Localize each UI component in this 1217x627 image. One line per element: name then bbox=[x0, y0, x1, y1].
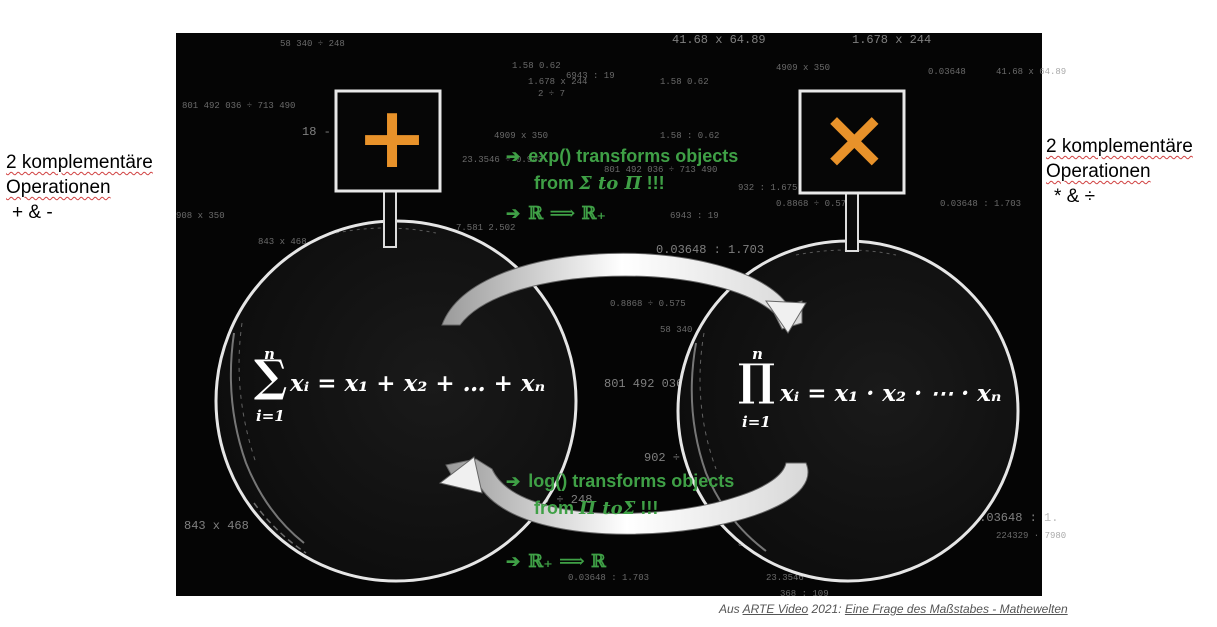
sum-upper-limit: n bbox=[264, 345, 275, 363]
chalkboard-illustration: 58 340 ÷ 248 1.58 0.62 41.68 x 64.89 1.678 … bbox=[176, 33, 1066, 599]
prod-upper-limit: n bbox=[752, 345, 763, 363]
log-text-line1: ➔ log() transforms objects bbox=[506, 471, 734, 492]
exp-domain-map: ℝ ⟹ ℝ₊ bbox=[528, 203, 607, 224]
caption-year: 2021: bbox=[808, 602, 845, 616]
planets-illustration bbox=[214, 89, 1020, 583]
exp-text-line1: ➔ exp() transforms objects bbox=[506, 146, 738, 167]
exp-exclaim: !!! bbox=[641, 173, 665, 193]
background-number: 1.58 0.62 bbox=[660, 77, 709, 87]
background-number: 801 492 036 ÷ 713 490 bbox=[604, 165, 718, 175]
background-number: 2 ÷ 7 bbox=[538, 89, 566, 99]
background-number: 801 492 036 ÷ 713 490 bbox=[182, 101, 296, 111]
background-number: 908 x 350 bbox=[176, 211, 225, 221]
background-number: 1.678 x 244 bbox=[852, 33, 932, 47]
mathewelten-link[interactable]: Eine Frage des Maßstabes - Mathewelten bbox=[844, 602, 1068, 616]
times-sign: × bbox=[820, 92, 889, 187]
left-note-operations: + & - bbox=[12, 202, 53, 223]
log-arrow bbox=[438, 456, 809, 535]
prod-symbol: ∏ bbox=[738, 355, 776, 406]
background-number: 0.03648 : 1. bbox=[972, 511, 1059, 525]
times-signpost bbox=[798, 89, 906, 252]
background-number: 1.58 0.62 bbox=[512, 61, 561, 71]
background-number: 4909 x 350 bbox=[776, 63, 831, 73]
background-number: 0.03648 : 1.703 bbox=[568, 573, 650, 583]
right-note-operations: * & ÷ bbox=[1054, 186, 1096, 207]
background-number: 0.8868 ÷ 0.575 bbox=[610, 299, 686, 309]
plus-signpost bbox=[334, 89, 442, 248]
background-number: 41.68 x 64.89 bbox=[996, 67, 1067, 77]
background-number: 843 x 468 bbox=[258, 237, 307, 247]
background-number: 4909 x 350 bbox=[494, 131, 549, 141]
green-arrow-icon: ➔ bbox=[506, 147, 521, 166]
background-number: 18 - 6 bbox=[302, 125, 346, 139]
left-note-line2: Operationen bbox=[6, 177, 111, 198]
right-planet bbox=[676, 239, 1020, 583]
background-number: 0.8868 ÷ 0.575 bbox=[776, 199, 852, 209]
right-note-line2: Operationen bbox=[1046, 161, 1151, 182]
background-number: 0.03648 : 1.703 bbox=[656, 243, 765, 257]
exp-from: from bbox=[534, 173, 579, 193]
background-number: 843 x 468 bbox=[184, 519, 249, 533]
caption-prefix: Aus bbox=[719, 602, 743, 616]
log-pi-to-sigma: Π toΣ bbox=[579, 498, 636, 519]
background-number: 58 340 bbox=[660, 325, 693, 335]
background-number: 41.68 x 64.89 bbox=[672, 33, 766, 47]
right-note: 2 komplementäre Operationen * & ÷ bbox=[1046, 134, 1193, 209]
plus-sign: + bbox=[356, 88, 429, 188]
green-arrow-icon: ➔ bbox=[506, 204, 521, 224]
prod-formula: xᵢ = x₁ · x₂ · ⋯ · xₙ bbox=[780, 380, 1002, 407]
sum-lower-limit: i=1 bbox=[256, 407, 285, 425]
arte-video-link[interactable]: ARTE Video bbox=[742, 602, 809, 616]
source-caption: Aus ARTE Video 2021: Eine Frage des Maßs… bbox=[719, 602, 1068, 616]
log-domain-map: ℝ₊ ⟹ ℝ bbox=[528, 551, 607, 572]
log-from: from bbox=[534, 498, 579, 518]
sum-formula: xᵢ = x₁ + x₂ + … + xₙ bbox=[290, 370, 546, 397]
exp-sigma-to-pi: Σ to Π bbox=[579, 173, 642, 194]
prod-lower-limit: i=1 bbox=[742, 413, 771, 431]
sum-symbol: ∑ bbox=[254, 351, 288, 402]
log-label: log() transforms objects bbox=[528, 471, 735, 491]
green-arrow-icon: ➔ bbox=[506, 472, 521, 491]
background-number: 368 : 109 bbox=[780, 589, 829, 599]
log-text-line3: ➔ ℝ₊ ⟹ ℝ bbox=[506, 551, 606, 572]
log-exclaim: !!! bbox=[635, 498, 659, 518]
background-number: 224329 · 7980 bbox=[996, 531, 1067, 541]
background-number: 6943 : 19 bbox=[566, 71, 615, 81]
left-note-line1: 2 komplementäre bbox=[6, 152, 153, 173]
background-number: 0.03648 : 1.703 bbox=[940, 199, 1022, 209]
background-number: 1.58 : 0.62 bbox=[660, 131, 720, 141]
background-number: 7.581 2.502 bbox=[456, 223, 516, 233]
background-number: 23.3546 ÷ 0.943 bbox=[462, 155, 544, 165]
background-number: 932 : 1.675 bbox=[738, 183, 798, 193]
exp-text-line2: from Σ to Π !!! bbox=[534, 173, 665, 194]
green-arrow-icon: ➔ bbox=[506, 552, 521, 572]
log-text-line2: from Π toΣ !!! bbox=[534, 498, 658, 519]
exp-text-line3: ➔ ℝ ⟹ ℝ₊ bbox=[506, 203, 606, 224]
exp-arrow bbox=[441, 252, 807, 334]
background-number: 58 340 ÷ 248 bbox=[280, 39, 345, 49]
background-number: 0.03648 bbox=[928, 67, 966, 77]
right-note-line1: 2 komplementäre bbox=[1046, 136, 1193, 157]
background-number: 6943 : 19 bbox=[670, 211, 719, 221]
background-number: 1.678 x 244 bbox=[528, 77, 588, 87]
exp-label: exp() transforms objects bbox=[528, 146, 739, 166]
background-number: 23.3546 ÷ 0.943 bbox=[766, 573, 848, 583]
left-note: 2 komplementäre Operationen + & - bbox=[6, 150, 153, 225]
